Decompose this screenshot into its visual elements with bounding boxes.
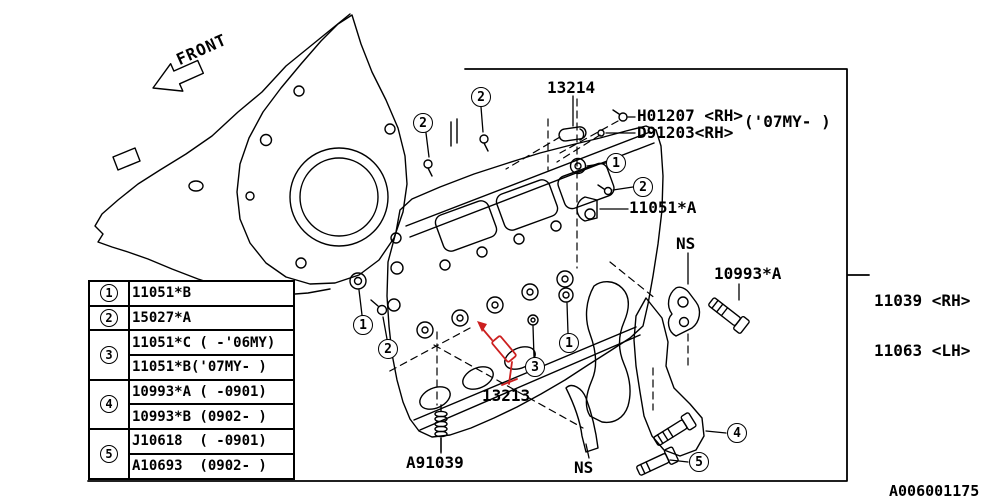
callout-circle: 5	[689, 452, 709, 472]
callout-circle: 3	[525, 357, 545, 377]
assembly-label-lh: 11063 <LH>	[874, 340, 971, 360]
bolt-callout4	[653, 412, 697, 446]
callout-circle: 4	[727, 423, 747, 443]
legend-table: 1 11051*B 2 15027*A 3 11051*C ( -'06MY) …	[88, 280, 295, 480]
dashed-lines	[387, 98, 689, 429]
legend-part-cell: 10993*B (0902- )	[128, 403, 295, 431]
part-label-13214: 13214	[547, 78, 596, 97]
callout-number: 1	[359, 317, 367, 333]
legend-part-cell: 11051*B('07MY- )	[128, 354, 295, 381]
legend-row: 1 11051*B	[88, 280, 295, 307]
dome-nut-right	[569, 157, 587, 175]
callout-circle: 2	[633, 177, 653, 197]
legend-callout-number: 4	[100, 395, 118, 414]
part-label-11051a: 11051*A	[629, 198, 697, 217]
nut-mid	[558, 287, 574, 303]
callout-number: 3	[531, 359, 539, 375]
legend-num-cell: 2	[88, 304, 130, 332]
drawing-number: A006001175	[889, 482, 980, 500]
part-label-a91039: A91039	[406, 453, 464, 472]
legend-num-cell: 4	[88, 378, 130, 431]
stud-bolt-top-mid	[479, 134, 489, 152]
callout-circle: 1	[353, 315, 373, 335]
callout-number: 2	[384, 341, 392, 357]
legend-num-cell: 5	[88, 428, 130, 480]
callout-number: 4	[733, 425, 741, 441]
grommet-left	[349, 272, 367, 290]
callout-number: 2	[419, 115, 427, 131]
ns-label-upper: NS	[676, 234, 696, 253]
callout-circle: 1	[559, 333, 579, 353]
callout-number: 2	[477, 89, 485, 105]
legend-part-cell: 10993*A ( -0901)	[128, 378, 295, 406]
ns-clamp-bracket	[667, 286, 701, 337]
engine-block-outline	[94, 13, 351, 296]
legend-row: 10993*B (0902- )	[89, 403, 295, 431]
pin-13214	[558, 126, 587, 142]
callout-number: 2	[639, 179, 647, 195]
model-year-note: ('07MY- )	[744, 112, 831, 131]
legend-part-cell: 11051*B	[128, 280, 295, 307]
legend-row: 11051*B('07MY- )	[89, 354, 295, 381]
legend-callout-number: 1	[100, 284, 118, 303]
part-label-d91203: D91203<RH>	[637, 123, 734, 142]
leader-lines	[358, 95, 740, 463]
highlighted-part-13213	[477, 321, 518, 386]
legend-row: 3 11051*C ( -'06MY)	[88, 329, 295, 381]
legend-row: 4 10993*A ( -0901)	[88, 378, 295, 431]
washer-mid	[527, 314, 539, 326]
part-label-h01207: H01207 <RH>	[637, 106, 743, 125]
legend-row: 5 J10618 ( -0901)	[88, 428, 295, 480]
front-arrow-icon	[152, 59, 205, 92]
legend-callout-number: 2	[100, 309, 118, 328]
legend-callout-number: 5	[100, 444, 118, 463]
callout-number: 1	[565, 335, 573, 351]
legend-part-cell: J10618 ( -0901)	[128, 428, 295, 455]
bolt-10993a	[708, 297, 750, 334]
assembly-label: 11039 <RH> 11063 <LH>	[874, 259, 970, 393]
callout-circle: 2	[471, 87, 491, 107]
part-label-10993a: 10993*A	[714, 264, 782, 283]
callout-number: 5	[695, 454, 703, 470]
callout-number: 1	[612, 155, 620, 171]
assembly-bracket	[87, 68, 848, 482]
stud-bolt-top-left	[423, 159, 433, 177]
part-label-13213: 13213	[482, 386, 531, 405]
callout-circle: 1	[606, 153, 626, 173]
legend-row: A10693 (0902- )	[89, 452, 295, 480]
bolt-callout5	[636, 446, 679, 476]
legend-part-cell: 15027*A	[128, 304, 295, 332]
chain-guide-parts	[565, 281, 705, 457]
small-bolt-right	[597, 184, 613, 196]
bolt-left	[370, 299, 388, 316]
head-gasket	[236, 14, 408, 285]
assembly-label-rh: 11039 <RH>	[874, 290, 971, 310]
ns-label-lower: NS	[574, 458, 594, 477]
cup-plug-11051a	[576, 196, 598, 222]
legend-callout-number: 3	[100, 346, 118, 365]
callout-circle: 2	[413, 113, 433, 133]
legend-num-cell: 3	[88, 329, 130, 381]
legend-part-cell: A10693 (0902- )	[128, 452, 295, 480]
bolt-h01207	[612, 109, 628, 122]
legend-row: 2 15027*A	[88, 304, 295, 332]
legend-part-cell: 11051*C ( -'06MY)	[128, 329, 295, 357]
legend-num-cell: 1	[88, 280, 130, 307]
callout-circle: 2	[378, 339, 398, 359]
